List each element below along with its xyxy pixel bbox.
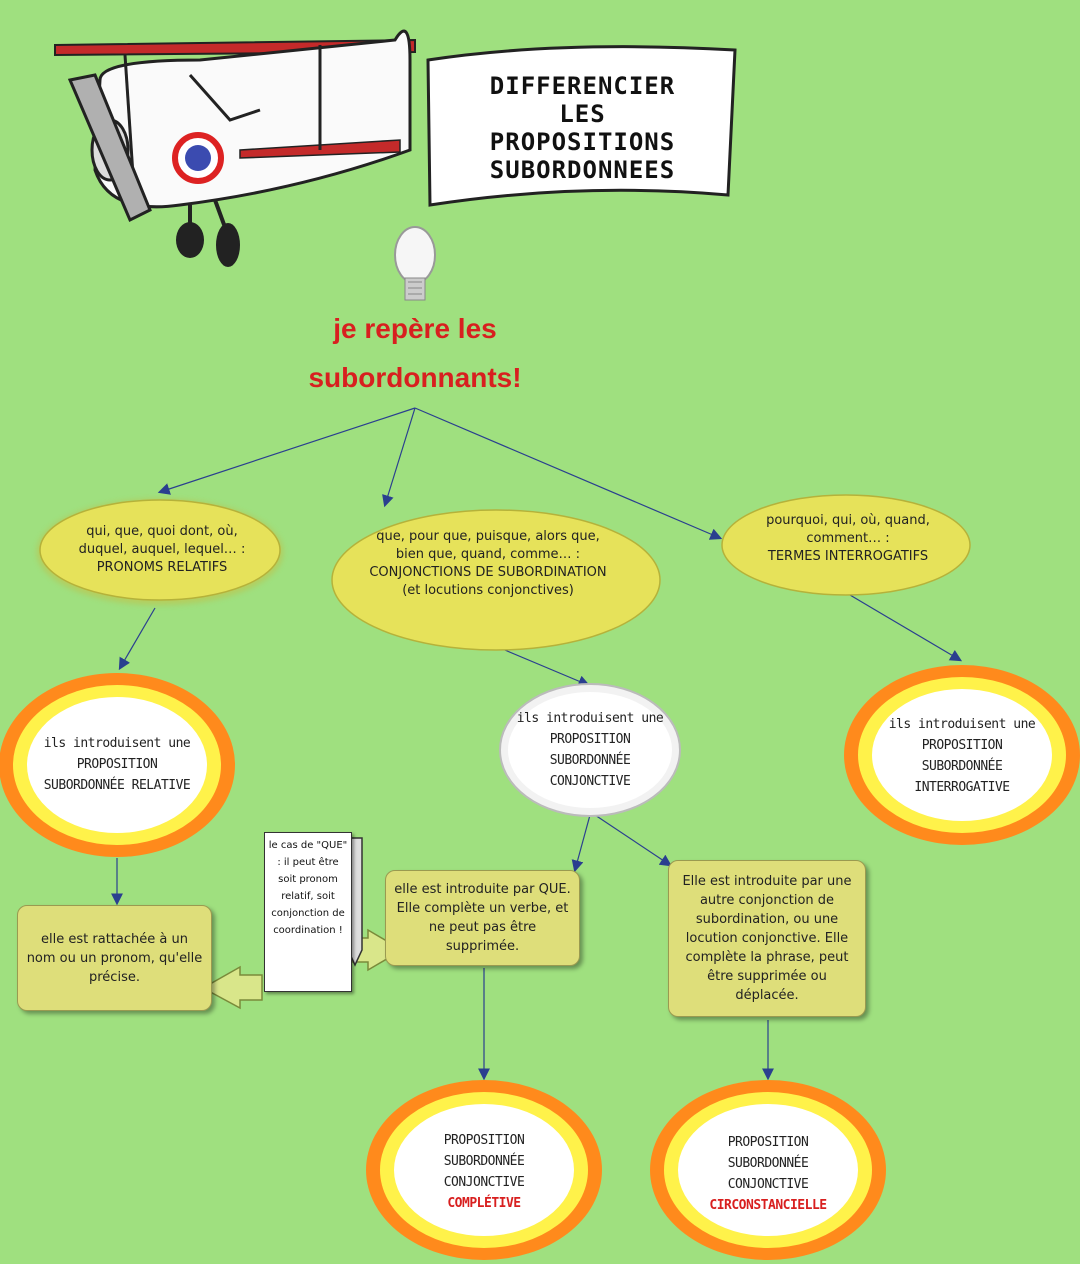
result-circonstancielle-l1: PROPOSITION	[727, 1135, 809, 1150]
cloud-interrogatifs-caps: TERMES INTERROGATIFS	[767, 549, 929, 564]
result-interrogative-l1: PROPOSITION	[921, 738, 1003, 753]
cloud-relatifs-words: qui, que, quoi dont, où, duquel, auquel,…	[78, 524, 246, 557]
result-completive-l3: CONJONCTIVE	[443, 1175, 525, 1190]
result-conjonctive-text: ils introduisent une PROPOSITION SUBORDO…	[510, 708, 670, 792]
cloud-interrogatifs-text: pourquoi, qui, où, quand, comment… : TER…	[748, 512, 948, 566]
cloud-interrogatifs-words: pourquoi, qui, où, quand, comment… :	[766, 513, 930, 546]
result-relative-l2: SUBORDONNÉE RELATIVE	[43, 778, 191, 793]
cloud-relatifs-caps: PRONOMS RELATIFS	[96, 560, 228, 575]
arrow-to-relatifs	[157, 407, 416, 495]
result-relative-l1: PROPOSITION	[76, 757, 158, 772]
cloud-conjonctions-text: que, pour que, puisque, alors que, bien …	[368, 528, 608, 600]
block-arrow-left	[201, 965, 263, 1010]
result-interrogative-l3: INTERROGATIVE	[914, 780, 1010, 795]
airplane-illustration	[54, 29, 416, 267]
cloud-conjonctions-words: que, pour que, puisque, alors que, bien …	[376, 529, 600, 562]
box-completive-explanation: elle est introduite par QUE. Elle complè…	[385, 870, 580, 966]
result-completive-l1: PROPOSITION	[443, 1133, 525, 1148]
result-interrogative-intro: ils introduisent une	[888, 717, 1036, 732]
result-relative-text: ils introduisent une PROPOSITION SUBORDO…	[32, 733, 202, 796]
title-line-1: je repère les	[333, 313, 497, 344]
flame-cloud-circonstancielle	[650, 1080, 886, 1260]
note-que-case: le cas de "QUE" : il peut être soit pron…	[264, 832, 352, 992]
banner-line-3: PROPOSITIONS	[489, 128, 676, 156]
box-circonstancielle-explanation: Elle est introduite par une autre conjon…	[668, 860, 866, 1017]
banner-line-1: DIFFERENCIER	[489, 72, 676, 100]
arrow-interrogatifs-down	[849, 594, 963, 662]
result-interrogative-l2: SUBORDONNÉE	[921, 759, 1003, 774]
arrow-to-interrogatifs	[414, 407, 723, 540]
flame-cloud-completive	[366, 1080, 602, 1260]
result-conjonctive-l2: SUBORDONNÉE	[549, 753, 631, 768]
result-circonstancielle-red: CIRCONSTANCIELLE	[709, 1198, 827, 1213]
result-circonstancielle-l2: SUBORDONNÉE	[727, 1156, 809, 1171]
arrow-conjonctions-down	[499, 647, 591, 687]
result-conjonctive-l3: CONJONCTIVE	[549, 774, 631, 789]
result-conjonctive-l1: PROPOSITION	[549, 732, 631, 747]
result-conjonctive-intro: ils introduisent une	[516, 711, 664, 726]
cloud-conjonctions	[331, 509, 661, 651]
cloud-relatifs-text: qui, que, quoi dont, où, duquel, auquel,…	[62, 523, 262, 577]
result-relative-intro: ils introduisent une	[43, 736, 191, 751]
result-circonstancielle-text: PROPOSITION SUBORDONNÉE CONJONCTIVE CIRC…	[683, 1132, 853, 1216]
cloud-conjonctive	[499, 683, 681, 817]
lightbulb-icon	[394, 226, 436, 301]
arrow-to-completive-box	[571, 814, 591, 873]
cloud-interrogatifs	[721, 494, 971, 596]
arrow-to-circ-box	[594, 814, 672, 867]
result-interrogative-text: ils introduisent une PROPOSITION SUBORDO…	[882, 714, 1042, 798]
cloud-relatifs	[37, 499, 283, 605]
arrow-relatifs-down	[118, 607, 156, 671]
arrow-to-conjonctions	[382, 407, 416, 508]
banner-line-4: SUBORDONNEES	[489, 156, 676, 184]
result-completive-text: PROPOSITION SUBORDONNÉE CONJONCTIVE COMP…	[404, 1130, 564, 1214]
banner-title: DIFFERENCIER LES PROPOSITIONS SUBORDONNE…	[440, 72, 725, 184]
flame-cloud-interrogative	[844, 665, 1080, 845]
title-line-2: subordonnants!	[308, 362, 522, 393]
result-circonstancielle-l3: CONJONCTIVE	[727, 1177, 809, 1192]
cloud-conjonctions-caps: CONJONCTIONS DE SUBORDINATION (et locuti…	[369, 565, 607, 598]
banner-line-2: LES	[559, 100, 606, 128]
flame-cloud-relative	[0, 673, 235, 857]
result-completive-l2: SUBORDONNÉE	[443, 1154, 525, 1169]
banner-flag	[426, 45, 737, 207]
box-relative-explanation: elle est rattachée à un nom ou un pronom…	[17, 905, 212, 1011]
result-completive-red: COMPLÉTIVE	[447, 1196, 521, 1211]
